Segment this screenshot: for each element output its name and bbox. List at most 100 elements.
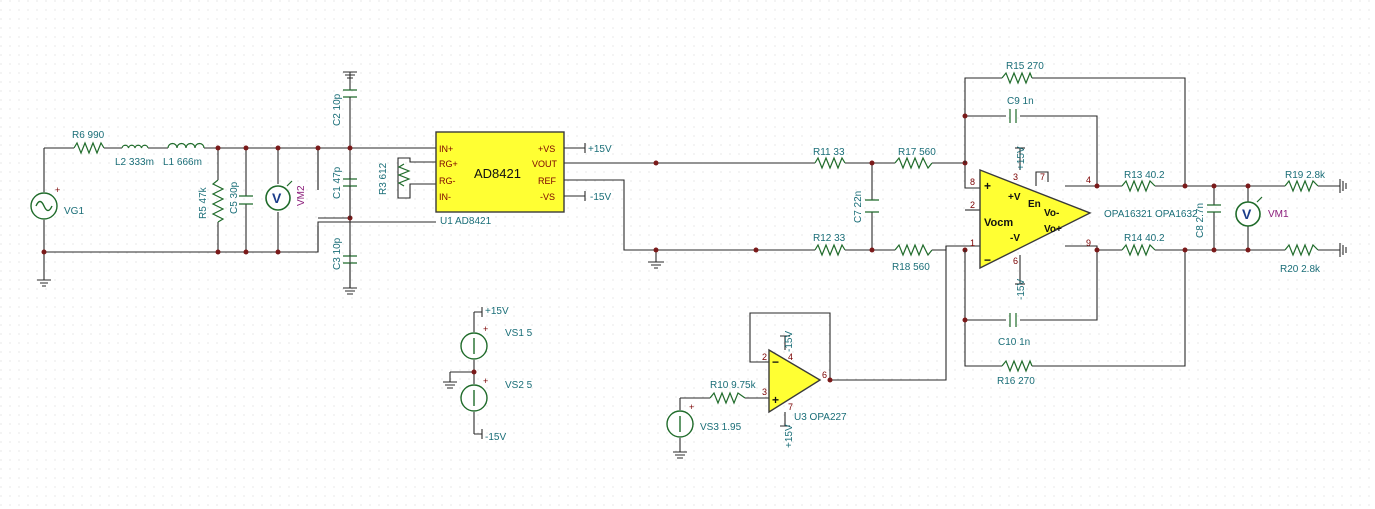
c8-label: C8 2.7n bbox=[1195, 203, 1206, 238]
r13-resistor bbox=[1121, 179, 1156, 193]
vs1-source: + bbox=[460, 324, 488, 360]
ground-r19 bbox=[1339, 179, 1347, 193]
opa1632-feedback-wires bbox=[964, 77, 1340, 367]
opa1632-vplus: +V bbox=[1008, 192, 1021, 203]
ground-ref bbox=[648, 261, 664, 269]
opa1632-supply-wires bbox=[1015, 147, 1025, 285]
vm1-label: VM1 bbox=[1268, 209, 1289, 220]
junctions-output bbox=[962, 113, 1251, 323]
ad8421-pin-vs-plus: +VS bbox=[538, 144, 555, 154]
ad8421-pin-rg-minus: RG- bbox=[439, 176, 456, 186]
opa1632-pin-1: 1 bbox=[970, 238, 975, 248]
ad8421-vminus-label: -15V bbox=[590, 192, 611, 203]
r14-resistor bbox=[1121, 243, 1156, 257]
input-wires bbox=[43, 82, 436, 288]
c5-label: C5 30p bbox=[229, 181, 240, 214]
opa1632-vo-minus: Vo- bbox=[1044, 208, 1059, 219]
l1-label: L1 666m bbox=[163, 157, 202, 168]
c9-label: C9 1n bbox=[1007, 96, 1034, 107]
ground-r20 bbox=[1339, 243, 1347, 257]
vm1-symbol: V bbox=[1242, 206, 1252, 222]
vs3-label: VS3 1.95 bbox=[700, 422, 742, 433]
r12-resistor bbox=[814, 243, 846, 257]
c8-capacitor bbox=[1207, 204, 1221, 213]
r13-label: R13 40.2 bbox=[1124, 170, 1165, 181]
ground-vg1 bbox=[37, 266, 51, 287]
svg-text:+: + bbox=[483, 376, 488, 386]
r5-label: R5 47k bbox=[198, 186, 209, 219]
ground-c2 bbox=[343, 71, 357, 82]
c7-label: C7 22n bbox=[853, 191, 864, 223]
c10-capacitor bbox=[1009, 313, 1017, 327]
opa1632-vminus-label: -15V bbox=[1016, 279, 1027, 300]
r3-label: R3 612 bbox=[378, 162, 389, 195]
r3-resistor bbox=[397, 157, 436, 199]
opa1632-in-minus: − bbox=[984, 253, 991, 267]
c1-label: C1 47p bbox=[332, 166, 343, 199]
r14-label: R14 40.2 bbox=[1124, 233, 1165, 244]
r10-label: R10 9.75k bbox=[710, 380, 757, 391]
vm2-label: VM2 bbox=[296, 185, 307, 206]
ad8421-pin-in-plus: IN+ bbox=[439, 144, 453, 154]
c7-capacitor bbox=[865, 199, 879, 213]
opa1632-pin-9: 9 bbox=[1086, 238, 1091, 248]
u1-label: U1 AD8421 bbox=[440, 216, 492, 227]
svg-text:+: + bbox=[483, 324, 488, 334]
opa227-supply-wires bbox=[780, 335, 790, 427]
opa227-junctions bbox=[827, 377, 833, 383]
opa227-pin-7: 7 bbox=[788, 402, 793, 412]
opa1632-en: En bbox=[1028, 199, 1041, 210]
r18-resistor bbox=[894, 243, 933, 257]
opa1632-pin-2: 2 bbox=[970, 200, 975, 210]
ad8421-pin-vs-minus: -VS bbox=[540, 192, 555, 202]
vs1-label: VS1 5 bbox=[505, 328, 533, 339]
opa227-pin-3: 3 bbox=[762, 387, 767, 397]
svg-text:+: + bbox=[689, 402, 694, 412]
r15-resistor bbox=[1001, 71, 1033, 85]
ad8421-supply-wires bbox=[564, 143, 586, 201]
svg-text:+: + bbox=[55, 185, 60, 195]
r6-label: R6 990 bbox=[72, 130, 105, 141]
opa1632-vocm: Vocm bbox=[984, 217, 1013, 229]
opa1632-pin-4: 4 bbox=[1086, 175, 1091, 185]
opa227-pin-6: 6 bbox=[822, 370, 827, 380]
r15-label: R15 270 bbox=[1006, 61, 1044, 72]
r11-label: R11 33 bbox=[813, 147, 845, 158]
r11-resistor bbox=[814, 156, 846, 170]
opa1632-pin-8: 8 bbox=[970, 177, 975, 187]
opa227-wires bbox=[679, 246, 947, 452]
mid-wires bbox=[564, 162, 980, 262]
c2-capacitor bbox=[343, 89, 357, 112]
opa1632-vplus-label: +15V bbox=[1016, 146, 1027, 170]
opa1632-amplifier bbox=[965, 148, 1092, 284]
ad8421-pin-ref: REF bbox=[538, 176, 557, 186]
r5-resistor bbox=[211, 179, 225, 223]
opa1632-vo-plus: Vo+ bbox=[1044, 224, 1062, 235]
r20-resistor bbox=[1284, 243, 1319, 257]
u3-label: U3 OPA227 bbox=[794, 412, 847, 423]
vs1-vplus-label: +15V bbox=[485, 306, 509, 317]
opa1632-pin-7: 7 bbox=[1040, 172, 1045, 182]
vm2-voltmeter: V bbox=[265, 180, 293, 211]
ad8421-amplifier bbox=[435, 131, 565, 213]
c3-label: C3 10p bbox=[332, 237, 343, 270]
c5-capacitor bbox=[239, 195, 253, 205]
vs2-vminus-label: -15V bbox=[485, 432, 506, 443]
l2-inductor bbox=[121, 144, 149, 149]
opa227-in-plus: + bbox=[772, 393, 779, 407]
r20-label: R20 2.8k bbox=[1280, 264, 1321, 275]
l1-inductor bbox=[167, 142, 205, 149]
r18-label: R18 560 bbox=[892, 262, 930, 273]
ad8421-pin-in-minus: IN- bbox=[439, 192, 451, 202]
opa227-in-minus: − bbox=[772, 355, 779, 369]
r6-resistor bbox=[73, 141, 105, 155]
r10-resistor bbox=[709, 391, 746, 405]
opa227-pin-2: 2 bbox=[762, 352, 767, 362]
opa1632-in-plus: + bbox=[984, 179, 991, 193]
r19-label: R19 2.8k bbox=[1285, 170, 1326, 181]
r16-resistor bbox=[1001, 359, 1033, 373]
c3-capacitor bbox=[343, 232, 357, 288]
opa1632-label: OPA16321 OPA1632 bbox=[1104, 209, 1198, 220]
ad8421-vplus-label: +15V bbox=[588, 144, 612, 155]
